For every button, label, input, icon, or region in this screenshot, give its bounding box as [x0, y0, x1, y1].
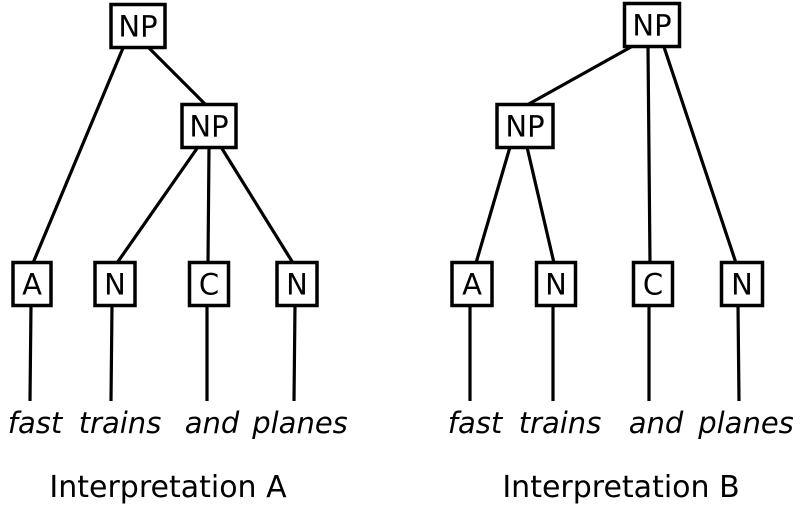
- node-box-a: [11, 260, 53, 308]
- node-label: C: [199, 268, 219, 302]
- terminal-line: [109, 304, 114, 402]
- node-box-a: [450, 260, 494, 308]
- node-box-n: [93, 260, 137, 308]
- node-box-np: [622, 1, 682, 49]
- tree-edge: [206, 146, 211, 264]
- node-box-np: [495, 102, 555, 150]
- terminal-word: planes: [251, 406, 348, 440]
- terminal-word: trains: [519, 406, 602, 440]
- node-box-c: [631, 260, 675, 308]
- node-label: NP: [118, 10, 157, 44]
- tree-edge: [115, 146, 200, 264]
- terminal-line: [28, 304, 33, 402]
- node-label: A: [462, 268, 482, 302]
- tree-edge: [219, 146, 295, 264]
- terminal-word: planes: [697, 406, 794, 440]
- tree-edge: [147, 46, 208, 107]
- terminal-word: and: [185, 406, 240, 440]
- node-box-np: [109, 2, 167, 50]
- tree-caption: Interpretation B: [502, 470, 739, 505]
- node-label: NP: [505, 110, 544, 144]
- tree-caption: Interpretation A: [49, 470, 287, 505]
- tree-edge: [646, 46, 652, 264]
- node-label: NP: [632, 9, 671, 43]
- terminal-word: and: [629, 406, 684, 440]
- tree-edge: [526, 45, 632, 107]
- node-label: C: [643, 268, 663, 302]
- node-box-n: [275, 260, 319, 308]
- tree-edge: [474, 146, 512, 264]
- node-label: NP: [189, 110, 228, 144]
- node-label: N: [545, 268, 567, 302]
- node-label: N: [286, 268, 308, 302]
- terminal-line: [292, 304, 297, 402]
- tree-edge: [31, 47, 125, 264]
- terminal-word: fast: [8, 406, 64, 440]
- node-label: A: [22, 268, 42, 302]
- tree-edge: [662, 46, 738, 264]
- node-label: N: [731, 268, 753, 302]
- node-box-n: [719, 260, 765, 308]
- terminal-line: [736, 304, 741, 402]
- tree-edge: [525, 146, 556, 264]
- node-box-n: [534, 260, 578, 308]
- terminal-word: trains: [79, 406, 162, 440]
- node-label: N: [104, 268, 126, 302]
- terminal-word: fast: [448, 406, 504, 440]
- node-box-np: [180, 102, 238, 150]
- node-box-c: [187, 260, 231, 308]
